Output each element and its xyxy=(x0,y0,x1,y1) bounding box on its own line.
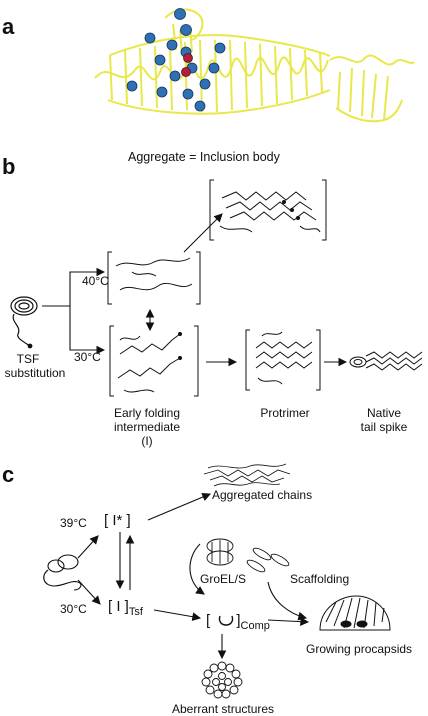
arrow-to-aggregate xyxy=(184,214,222,252)
early-dots xyxy=(178,332,182,360)
bracket-40c xyxy=(108,252,200,304)
groel-arrow xyxy=(190,544,204,594)
procapsid-icon xyxy=(320,596,390,630)
panel-c: c Aggregated chains 39°C [ I* ] GroEL/S … xyxy=(0,462,428,714)
scaffolding-icon xyxy=(246,546,291,574)
aggregated-chains-icon xyxy=(204,464,290,486)
unfolded-chain-icon xyxy=(44,555,81,590)
protein-structure xyxy=(0,0,428,130)
groel-icon xyxy=(207,539,233,565)
native-tailspike xyxy=(350,352,422,370)
bracket-protrimer xyxy=(246,330,320,390)
panel-a: a xyxy=(0,0,428,130)
branch-arrows xyxy=(42,272,104,350)
folding-pathway-diagram xyxy=(0,140,428,460)
pathway-arrows-c xyxy=(78,494,308,658)
assembly-pathway-diagram xyxy=(0,462,428,714)
beta-helix-backbone xyxy=(95,9,414,121)
panel-b: b Aggregate = Inclusion body 40°C 30°C T… xyxy=(0,140,428,460)
aberrant-spiral-icon xyxy=(202,662,242,698)
comp-glyph-icon xyxy=(219,616,232,625)
bracket-aggregate xyxy=(210,180,326,240)
tsf-coil-icon xyxy=(11,297,37,348)
bracket-30c xyxy=(110,326,198,396)
